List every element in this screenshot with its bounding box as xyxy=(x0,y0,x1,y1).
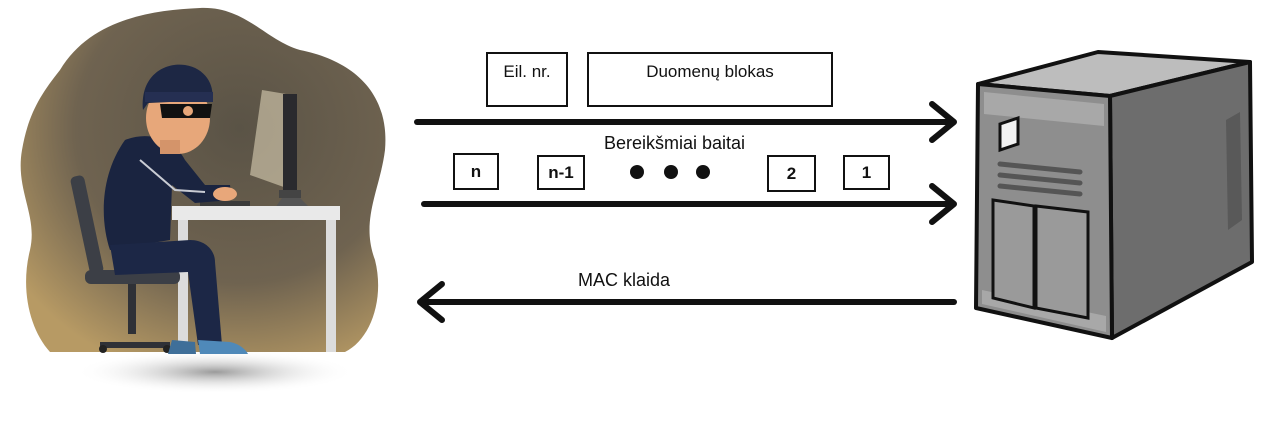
ellipsis-dot-2 xyxy=(664,165,678,179)
byte-label-2: 2 xyxy=(786,163,797,183)
arrow-left-bottom-head xyxy=(417,281,445,323)
floor-shadow xyxy=(75,350,355,394)
desk-top xyxy=(172,206,340,220)
sequence-number-label: Eil. nr. xyxy=(503,62,551,81)
padding-bytes-caption: Bereikšmiai baitai xyxy=(604,133,746,153)
hacker-body xyxy=(103,136,232,250)
byte-label-1: 1 xyxy=(861,162,872,182)
data-block-label: Duomenų blokas xyxy=(646,62,774,81)
byte-box-1: 1 xyxy=(843,155,890,190)
ellipsis-dot-3 xyxy=(696,165,710,179)
byte-label-n-minus-1: n-1 xyxy=(548,162,574,182)
data-block-box: Duomenų blokas xyxy=(587,52,833,107)
byte-label-n: n xyxy=(470,161,482,181)
arrow-right-middle-head xyxy=(929,183,957,225)
monitor xyxy=(283,94,297,194)
ellipsis-dot-1 xyxy=(630,165,644,179)
attacker-illustration xyxy=(20,7,386,394)
byte-box-n-minus-1: n-1 xyxy=(537,155,585,190)
background-blob xyxy=(20,7,386,352)
byte-box-n: n xyxy=(453,153,499,190)
arrow-right-top-head xyxy=(929,101,957,143)
byte-box-2: 2 xyxy=(767,155,816,192)
sequence-number-box: Eil. nr. xyxy=(486,52,568,107)
mac-error-caption: MAC klaida xyxy=(578,270,671,290)
chair xyxy=(70,175,104,275)
